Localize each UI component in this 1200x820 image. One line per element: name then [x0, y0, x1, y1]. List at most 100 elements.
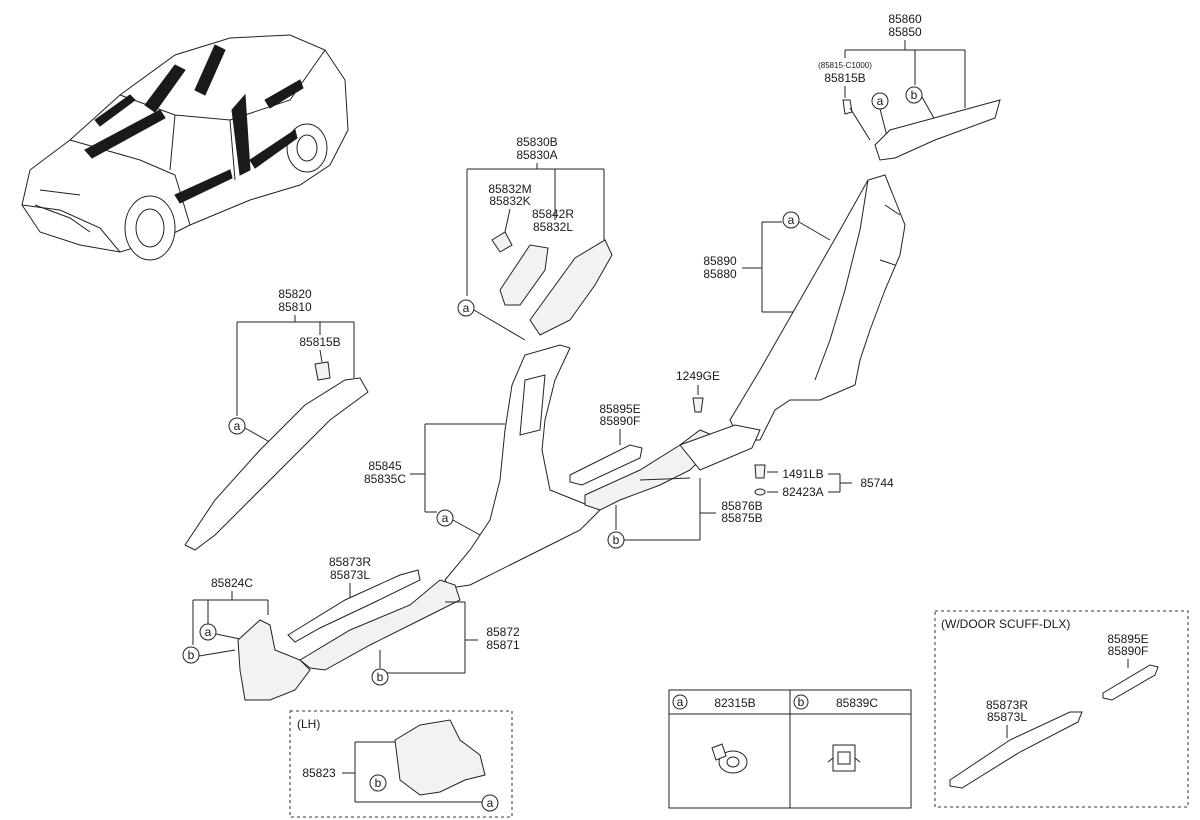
part-85876b-group: 85876B 85875B b — [584, 424, 763, 549]
label-85860: 85860 — [888, 12, 922, 26]
label-85845: 85845 — [368, 459, 402, 473]
callout-b-text: b — [375, 776, 382, 790]
callout-a — [672, 694, 688, 710]
clip-85815b-top — [842, 99, 853, 115]
label-85850: 85850 — [888, 25, 922, 39]
part-85873-group: 85873R 85873L — [287, 555, 421, 643]
door-scuff-dlx-box: (W/DOOR SCUFF-DLX) 85895E 85890F 85873R … — [934, 610, 1189, 808]
callout-a — [457, 299, 475, 317]
part-85845-group: 85845 85835C a — [364, 344, 601, 589]
part-85824c-trim — [237, 619, 311, 701]
nut-82423a — [754, 488, 766, 496]
part-85873-scuff — [287, 569, 421, 643]
clip-85815b — [314, 361, 331, 381]
callout-a-text: a — [234, 419, 241, 433]
callout-a-text: a — [788, 213, 795, 227]
fastener-legend-table: a 82315B b 85839C — [668, 689, 912, 809]
callout-b-text: b — [798, 695, 805, 709]
callout-a — [228, 417, 246, 435]
callout-a-text: a — [463, 301, 470, 315]
label-85824c: 85824C — [211, 576, 253, 590]
callout-b — [369, 774, 387, 792]
part-85845-window — [519, 374, 546, 436]
label-85820: 85820 — [278, 287, 312, 301]
part-85823-trim — [394, 719, 486, 796]
callout-b — [905, 86, 923, 104]
label-85842r: 85842R — [532, 207, 574, 221]
callout-a-text: a — [877, 94, 884, 108]
label-85744: 85744 — [860, 476, 894, 490]
label-85810: 85810 — [278, 300, 312, 314]
callout-b — [182, 646, 200, 664]
part-85872-sill — [299, 579, 461, 671]
part-85876b-bracket — [679, 424, 761, 471]
part-85830-group: 85830B 85830A 85832M 85832K 85842R 85832… — [457, 135, 613, 341]
label-85815b: 85815B — [299, 335, 340, 349]
clip-82315b-drawing — [711, 743, 748, 774]
clip-85832m — [491, 231, 513, 253]
callout-b-text: b — [613, 533, 620, 547]
label-85890f: 85890F — [600, 414, 641, 428]
part-85842r — [499, 244, 549, 306]
label-85839c: 85839C — [836, 696, 878, 710]
part-85860-trim — [874, 99, 1001, 161]
part-85890-group: 85890 85880 a — [703, 174, 906, 441]
part-85895e-group: 85895E 85890F — [569, 402, 643, 486]
label-85871: 85871 — [486, 638, 520, 652]
label-1491lb: 1491LB — [782, 467, 823, 481]
callout-a — [436, 509, 454, 527]
screw-1249ge — [692, 397, 704, 413]
label-82315b: 82315B — [714, 696, 755, 710]
part-85890-trim — [729, 174, 906, 441]
label-scuff-85890f: 85890F — [1108, 644, 1149, 658]
callout-a — [481, 794, 499, 812]
label-1249ge: 1249GE — [676, 369, 720, 383]
part-85895e-scuff — [569, 444, 643, 486]
label-85832k: 85832K — [489, 194, 530, 208]
label-85830a: 85830A — [516, 148, 557, 162]
label-85835c: 85835C — [364, 472, 406, 486]
label-85832l: 85832L — [533, 220, 573, 234]
label-scuff-85873l: 85873L — [987, 710, 1027, 724]
callout-b-text: b — [188, 648, 195, 662]
callout-a — [782, 211, 800, 229]
label-85880: 85880 — [703, 267, 737, 281]
callout-b — [371, 668, 389, 686]
part-1249ge-group: 1249GE — [676, 369, 720, 413]
label-85895e: 85895E — [599, 402, 640, 416]
label-85832m: 85832M — [488, 182, 531, 196]
part-85820-group: 85820 85810 85815B a — [184, 287, 369, 551]
label-lh: (LH) — [297, 717, 320, 731]
callout-a — [199, 623, 217, 641]
label-scuff-85895e: 85895E — [1107, 632, 1148, 646]
label-85873r: 85873R — [329, 555, 371, 569]
callout-a-text: a — [677, 695, 684, 709]
part-85872-group: 85872 85871 b — [299, 579, 520, 686]
lh-detail-box: (LH) 85823 b a — [289, 710, 513, 818]
label-85876b: 85876B — [721, 499, 762, 513]
callout-b — [793, 694, 809, 710]
clip-85839c-drawing — [827, 744, 861, 772]
label-85830b: 85830B — [516, 135, 557, 149]
label-82423a: 82423A — [782, 485, 823, 499]
part-85830-trim — [529, 239, 613, 336]
label-85823: 85823 — [302, 766, 336, 780]
label-85815-c1000: (85815-C1000) — [818, 61, 872, 70]
label-scuff-85873r: 85873R — [986, 698, 1028, 712]
label-85815b-top: 85815B — [824, 71, 865, 85]
part-85845-pillar — [444, 344, 601, 589]
part-scuff-85873 — [949, 711, 1083, 789]
bolt-1491lb — [754, 464, 766, 479]
label-85872: 85872 — [486, 625, 520, 639]
label-85875b: 85875B — [721, 511, 762, 525]
part-85824c-group: 85824C a b — [182, 576, 311, 701]
callout-a-text: a — [442, 511, 449, 525]
callout-b-text: b — [377, 670, 384, 684]
part-85744-group: 1491LB 82423A 85744 — [754, 464, 894, 499]
label-85890: 85890 — [703, 254, 737, 268]
label-85873l: 85873L — [330, 568, 370, 582]
part-scuff-85895e — [1102, 664, 1159, 701]
callout-a-text: a — [205, 625, 212, 639]
callout-a-text: a — [487, 796, 494, 810]
